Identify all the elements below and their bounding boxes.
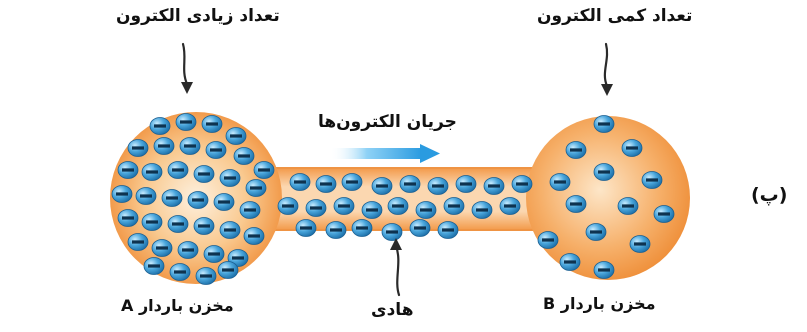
electron-reservoir-a (233, 147, 255, 165)
electron-reservoir-a (179, 137, 201, 155)
electron-reservoir-a (213, 193, 235, 211)
electron-reservoir-a (141, 213, 163, 231)
electron-reservoir-b (621, 139, 643, 157)
electron-conductor (471, 201, 493, 219)
electron-reservoir-a (219, 169, 241, 187)
electron-conductor (361, 201, 383, 219)
electron-reservoir-b (593, 163, 615, 181)
electron-reservoir-a (243, 227, 265, 245)
electron-reservoir-a (169, 263, 191, 281)
label-many-electrons: تعداد زیادی الکترون (116, 6, 280, 26)
pointer-conductor (394, 244, 401, 297)
electron-reservoir-a (167, 161, 189, 179)
electron-conductor (511, 175, 533, 193)
electron-conductor (483, 177, 505, 195)
electron-reservoir-b (565, 195, 587, 213)
electron-conductor (415, 201, 437, 219)
electron-conductor (315, 175, 337, 193)
electron-reservoir-a (187, 191, 209, 209)
electron-reservoir-a (195, 267, 217, 285)
electron-conductor (371, 177, 393, 195)
electron-conductor (341, 173, 363, 191)
electron-reservoir-b (559, 253, 581, 271)
reservoir-b-sphere (526, 116, 690, 280)
electron-reservoir-b (565, 141, 587, 159)
electron-reservoir-b (629, 235, 651, 253)
electron-conductor (351, 219, 373, 237)
electron-reservoir-b (641, 171, 663, 189)
pointer-many-electrons (181, 42, 189, 86)
electron-reservoir-b (653, 205, 675, 223)
electron-reservoir-a (111, 185, 133, 203)
electron-reservoir-b (617, 197, 639, 215)
pointer-few-electrons (603, 42, 609, 88)
electron-reservoir-a (203, 245, 225, 263)
electron-reservoir-a (193, 165, 215, 183)
electron-reservoir-a (135, 187, 157, 205)
pointer-many-electrons-head (181, 82, 193, 94)
electron-reservoir-b (537, 231, 559, 249)
electron-reservoir-a (167, 215, 189, 233)
electron-reservoir-a (117, 161, 139, 179)
label-electron-flow: جریان الکترون‌ها (318, 112, 457, 132)
electron-conductor (499, 197, 521, 215)
electron-reservoir-a (177, 241, 199, 259)
electron-conductor (387, 197, 409, 215)
electron-conductor (443, 197, 465, 215)
electron-reservoir-a (219, 221, 241, 239)
electron-reservoir-a (225, 127, 247, 145)
electron-reservoir-a (253, 161, 275, 179)
electron-reservoir-a (239, 201, 261, 219)
electron-reservoir-a (151, 239, 173, 257)
electron-reservoir-b (593, 115, 615, 133)
electron-conductor (437, 221, 459, 239)
label-reservoir-a: مخزن باردار A (121, 296, 234, 315)
electron-reservoir-a (245, 179, 267, 197)
electron-reservoir-b (593, 261, 615, 279)
electron-reservoir-a (127, 233, 149, 251)
electron-conductor (381, 223, 403, 241)
electron-conductor (325, 221, 347, 239)
electron-reservoir-a (205, 141, 227, 159)
pointer-few-electrons-head (601, 84, 613, 96)
electron-conductor (455, 175, 477, 193)
label-reservoir-b: مخزن باردار B (543, 294, 656, 313)
electron-conductor (277, 197, 299, 215)
electron-reservoir-b (549, 173, 571, 191)
electron-reservoir-a (141, 163, 163, 181)
electrons-group (111, 113, 675, 285)
electron-conductor (295, 219, 317, 237)
electron-reservoir-a (117, 209, 139, 227)
electron-conductor (333, 197, 355, 215)
electron-reservoir-a (127, 139, 149, 157)
electron-reservoir-a (161, 189, 183, 207)
electron-reservoir-a (153, 137, 175, 155)
label-part: (پ) (751, 184, 788, 206)
electron-conductor (427, 177, 449, 195)
electron-reservoir-a (149, 117, 171, 135)
electron-reservoir-b (585, 223, 607, 241)
electron-conductor (409, 219, 431, 237)
electron-reservoir-a (193, 217, 215, 235)
electron-reservoir-a (217, 261, 239, 279)
electron-flow-arrow (330, 144, 440, 163)
label-conductor: هادی (371, 300, 414, 320)
electron-conductor (399, 175, 421, 193)
electron-reservoir-a (143, 257, 165, 275)
pointer-conductor-head (390, 238, 402, 250)
electron-conductor (289, 173, 311, 191)
pointer-lines (181, 42, 613, 297)
electron-conductor (305, 199, 327, 217)
electron-reservoir-a (201, 115, 223, 133)
electron-reservoir-a (175, 113, 197, 131)
label-few-electrons: تعداد کمی الکترون (537, 6, 693, 26)
